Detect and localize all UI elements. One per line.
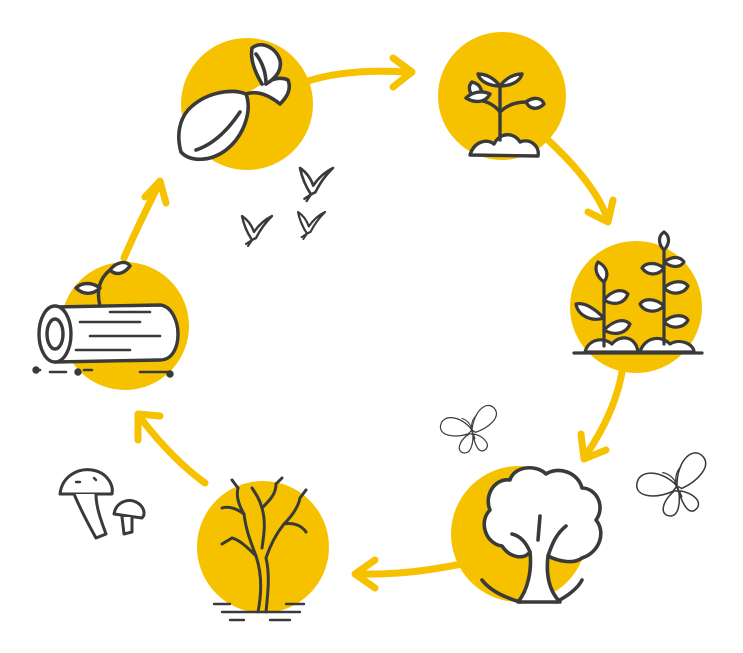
log-with-sprout-icon <box>32 260 180 378</box>
birds-icon <box>240 166 335 248</box>
arrow-dead-tree-to-log <box>134 410 209 487</box>
mushrooms-icon <box>58 468 146 540</box>
arrow-seedling-to-young-plants <box>544 136 617 226</box>
sprouting-seed-icon <box>177 43 292 162</box>
arrow-young-plants-to-tree <box>577 368 626 463</box>
circle-seedling <box>438 32 566 160</box>
arrow-seed-to-seedling <box>301 54 416 91</box>
young-plants-icon <box>572 230 704 355</box>
arrow-log-to-seed <box>120 177 170 262</box>
tree-icon <box>480 466 603 604</box>
cycle-arrows <box>120 54 626 592</box>
dead-tree-icon <box>212 476 308 622</box>
seedling-icon <box>464 72 546 158</box>
arrow-tree-to-dead-tree <box>351 556 466 592</box>
